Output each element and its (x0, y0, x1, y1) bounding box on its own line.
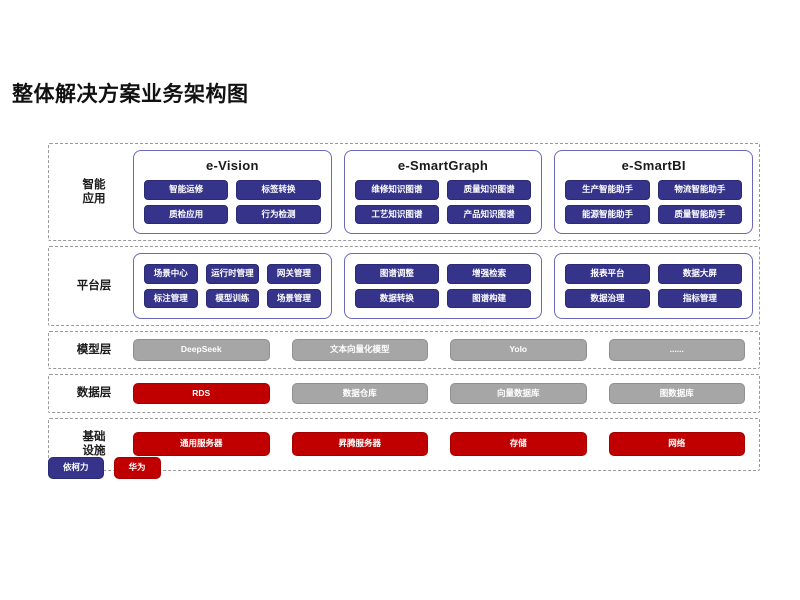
group-card-platform-bi[interactable]: 报表平台 数据大屏 数据治理 指标管理 (554, 253, 754, 319)
group-card-platform-scene[interactable]: 场景中心 运行时管理 网关管理 标注管理 模型训练 场景管理 (133, 253, 332, 319)
layer-body: RDS 数据仓库 向量数据库 图数据库 (133, 382, 753, 405)
chip-item[interactable]: 能源智能助手 (565, 204, 650, 224)
chip-grid: 图谱调整 增强检索 数据转换 图谱构建 (354, 264, 532, 308)
chip-grid: 智能运修 标签转换 质检应用 行为检测 (144, 180, 321, 224)
layer-label-line: 智能 (82, 178, 106, 191)
group-title: e-Vision (205, 158, 259, 173)
data-bar-graph-db[interactable]: 图数据库 (608, 382, 745, 405)
chip-item[interactable]: 质量智能助手 (657, 204, 743, 224)
layer-body: e-Vision 智能运修 标签转换 质检应用 行为检测 e-SmartGrap… (133, 150, 754, 234)
chip-item[interactable]: 物流智能助手 (657, 180, 743, 200)
infra-bar-general-server[interactable]: 通用服务器 (133, 432, 270, 456)
layer-label-data: 数据层 (55, 382, 133, 404)
legend-item-ekeli: 依柯力 (48, 457, 104, 479)
group-card-platform-graph[interactable]: 图谱调整 增强检索 数据转换 图谱构建 (343, 253, 543, 319)
model-bar-more[interactable]: ...... (608, 339, 745, 361)
group-title: e-SmartGraph (397, 158, 489, 173)
model-bar-deepseek[interactable]: DeepSeek (133, 339, 270, 361)
layer-model: 模型层 DeepSeek 文本向量化模型 Yolo ...... (48, 331, 760, 370)
chip-item[interactable]: 工艺知识图谱 (354, 204, 439, 224)
layer-body: 通用服务器 昇腾服务器 存储 网络 (133, 432, 753, 456)
chip-item[interactable]: 增强检索 (447, 264, 532, 284)
chip-item[interactable]: 质检应用 (144, 204, 229, 224)
layer-intelligent-applications: 智能 应用 e-Vision 智能运修 标签转换 质检应用 行为检测 e-Sma… (48, 143, 760, 241)
layer-label-infrastructure: 基础 设施 (55, 426, 133, 463)
layer-label-intelligent-applications: 智能 应用 (55, 174, 133, 211)
infra-bar-storage[interactable]: 存储 (450, 432, 587, 456)
chip-grid: 报表平台 数据大屏 数据治理 指标管理 (565, 264, 743, 308)
chip-item[interactable]: 数据转换 (354, 288, 439, 308)
data-bar-rds[interactable]: RDS (133, 382, 270, 405)
chip-item[interactable]: 场景管理 (267, 288, 321, 308)
chip-item[interactable]: 数据治理 (565, 288, 650, 308)
chip-item[interactable]: 标签转换 (236, 180, 321, 200)
chip-item[interactable]: 质量知识图谱 (447, 180, 532, 200)
chip-grid: 场景中心 运行时管理 网关管理 标注管理 模型训练 场景管理 (144, 264, 321, 308)
model-bar-yolo[interactable]: Yolo (450, 339, 587, 361)
chip-item[interactable]: 场景中心 (144, 264, 198, 284)
layer-infrastructure: 基础 设施 通用服务器 昇腾服务器 存储 网络 (48, 417, 760, 471)
chip-item[interactable]: 图谱构建 (447, 288, 532, 308)
chip-item[interactable]: 报表平台 (565, 264, 650, 284)
chip-item[interactable]: 标注管理 (144, 288, 198, 308)
legend-item-huawei: 华为 (113, 457, 161, 479)
infra-bar-ascend-server[interactable]: 昇腾服务器 (291, 432, 428, 456)
layer-body: 场景中心 运行时管理 网关管理 标注管理 模型训练 场景管理 图谱调整 增强检索… (133, 253, 754, 319)
group-card-e-vision[interactable]: e-Vision 智能运修 标签转换 质检应用 行为检测 (133, 150, 332, 234)
layer-platform: 平台层 场景中心 运行时管理 网关管理 标注管理 模型训练 场景管理 图谱调整 (48, 246, 760, 326)
chip-item[interactable]: 智能运修 (144, 180, 229, 200)
chip-item[interactable]: 网关管理 (267, 264, 321, 284)
layer-label-line: 应用 (82, 193, 106, 205)
chip-item[interactable]: 数据大屏 (657, 264, 743, 284)
data-bar-vector-db[interactable]: 向量数据库 (450, 382, 587, 405)
infra-bar-network[interactable]: 网络 (608, 432, 745, 456)
legend: 依柯力 华为 (48, 457, 161, 479)
layer-label-line: 数据层 (76, 387, 112, 400)
chip-grid: 生产智能助手 物流智能助手 能源智能助手 质量智能助手 (565, 180, 743, 224)
layer-label-line: 平台层 (76, 279, 112, 292)
layer-body: DeepSeek 文本向量化模型 Yolo ...... (133, 339, 753, 361)
chip-item[interactable]: 图谱调整 (354, 264, 439, 284)
group-title: e-SmartBI (621, 158, 686, 173)
chip-item[interactable]: 模型训练 (205, 288, 260, 308)
group-card-e-smartgraph[interactable]: e-SmartGraph 维修知识图谱 质量知识图谱 工艺知识图谱 产品知识图谱 (343, 150, 543, 234)
chip-item[interactable]: 维修知识图谱 (354, 180, 439, 200)
layer-label-line: 模型层 (76, 344, 112, 356)
layer-label-line: 设施 (82, 445, 106, 458)
layer-label-line: 基础 (82, 430, 106, 443)
chip-item[interactable]: 生产智能助手 (565, 180, 650, 200)
chip-item[interactable]: 产品知识图谱 (447, 204, 532, 224)
group-card-e-smartbi[interactable]: e-SmartBI 生产智能助手 物流智能助手 能源智能助手 质量智能助手 (554, 150, 754, 234)
chip-grid: 维修知识图谱 质量知识图谱 工艺知识图谱 产品知识图谱 (354, 180, 532, 224)
layer-label-platform: 平台层 (55, 275, 133, 297)
model-bar-text-embedding[interactable]: 文本向量化模型 (291, 339, 428, 361)
layer-data: 数据层 RDS 数据仓库 向量数据库 图数据库 (48, 374, 760, 413)
chip-item[interactable]: 指标管理 (657, 288, 743, 308)
chip-item[interactable]: 行为检测 (236, 204, 321, 224)
layer-label-model: 模型层 (55, 339, 133, 361)
architecture-diagram: 智能 应用 e-Vision 智能运修 标签转换 质检应用 行为检测 e-Sma… (48, 143, 760, 476)
page-title: 整体解决方案业务架构图 (12, 83, 249, 106)
chip-item[interactable]: 运行时管理 (205, 264, 260, 284)
data-bar-warehouse[interactable]: 数据仓库 (291, 382, 428, 405)
